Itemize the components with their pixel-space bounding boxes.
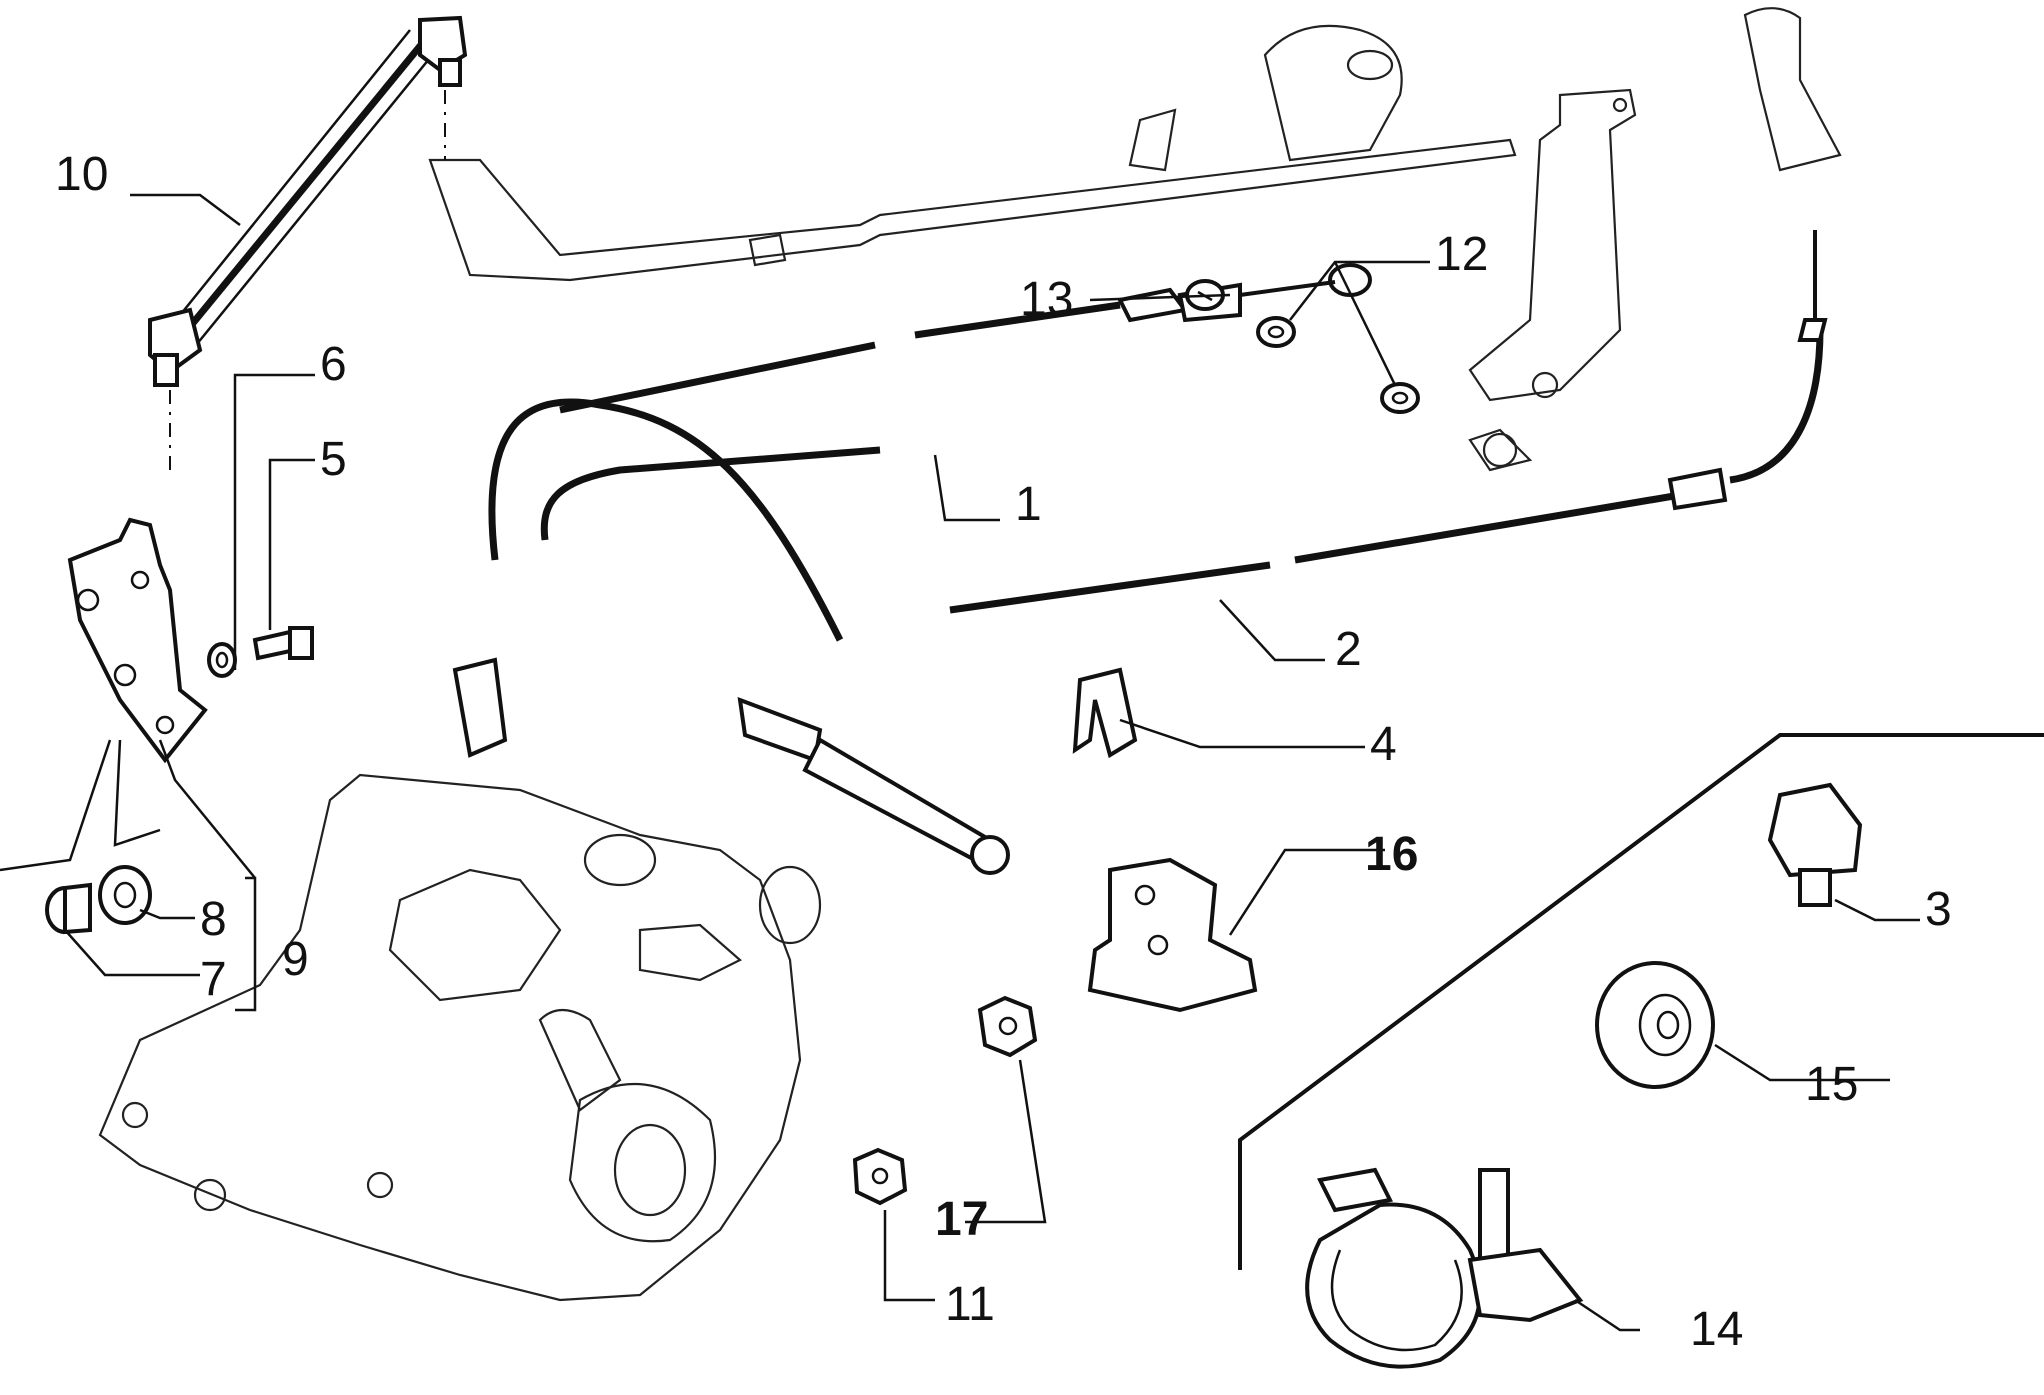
nut-11 <box>852 1147 908 1206</box>
callout-1: 1 <box>1015 478 1042 531</box>
callout-10: 10 <box>55 148 108 201</box>
bracket-9 <box>67 517 208 764</box>
washer-6 <box>207 642 237 678</box>
bushing-8 <box>98 865 152 925</box>
callout-7: 7 <box>200 953 227 1006</box>
ghost-gear-lever <box>1743 7 1842 172</box>
callout-6: 6 <box>320 338 347 391</box>
support-bracket-16 <box>1087 857 1258 1013</box>
callout-11: 11 <box>945 1278 995 1331</box>
callout-3: 3 <box>1925 883 1952 936</box>
nut-17 <box>977 995 1038 1058</box>
gearbox-housing <box>98 773 822 1302</box>
callout-4: 4 <box>1370 718 1397 771</box>
callout-16: 16 <box>1365 828 1418 881</box>
callout-8: 8 <box>200 893 227 946</box>
callout-5: 5 <box>320 433 347 486</box>
leader-lines <box>0 193 1920 1332</box>
callout-13: 13 <box>1020 273 1073 326</box>
callout-2: 2 <box>1335 623 1362 676</box>
clip-4 <box>1072 667 1138 759</box>
washers-12 <box>1256 316 1420 414</box>
clamp-14 <box>1305 1167 1584 1369</box>
callout-labels: 1 2 3 4 5 6 7 8 9 10 11 12 13 14 15 16 1… <box>55 148 1952 1356</box>
reaction-rod-10 <box>148 15 468 470</box>
plug-7 <box>45 882 92 935</box>
callout-17: 17 <box>935 1193 988 1246</box>
bolt-5 <box>252 626 314 661</box>
grommet-15 <box>1595 961 1715 1089</box>
clip-3 <box>1767 782 1863 907</box>
callout-14: 14 <box>1690 1303 1743 1356</box>
engagement-cable-2 <box>540 230 1828 614</box>
ghost-linkage-rod <box>428 24 1517 282</box>
callout-15: 15 <box>1805 1058 1858 1111</box>
callout-12: 12 <box>1435 228 1488 281</box>
ghost-selector-arm <box>1468 88 1637 472</box>
callout-9: 9 <box>282 933 309 986</box>
inset-divider <box>1238 733 2044 1270</box>
